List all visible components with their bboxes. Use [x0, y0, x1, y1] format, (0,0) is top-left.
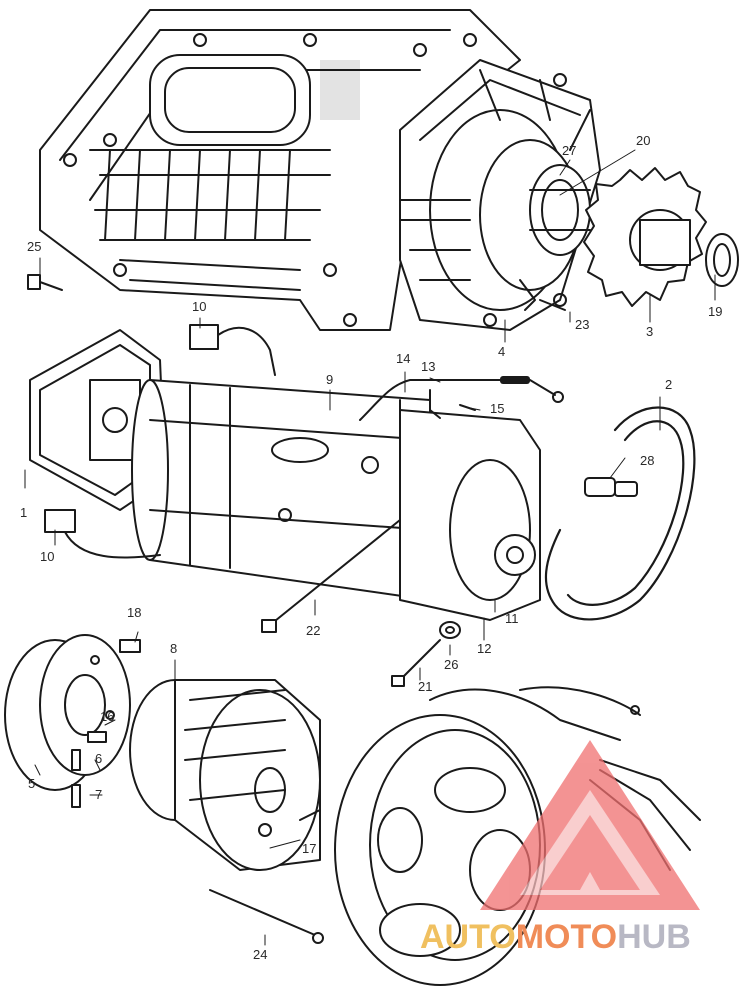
washer [439, 621, 461, 639]
callout-10-bottom: 10 [40, 549, 55, 564]
bolt-23 [539, 299, 566, 311]
callout-10-top: 10 [192, 299, 207, 314]
watermark-logo [480, 740, 700, 910]
drive-sprocket [583, 167, 707, 307]
callout-2: 2 [665, 377, 673, 392]
leader-lines [24, 149, 716, 946]
carbon-brush-top [189, 324, 276, 376]
callout-8: 8 [170, 641, 178, 656]
callout-5: 5 [28, 776, 36, 791]
watermark-hub: HUB [617, 918, 691, 956]
through-bolt [261, 519, 401, 633]
watermark-moto: MOTO [515, 918, 618, 956]
callout-11: 11 [505, 611, 519, 626]
dynamo-body [29, 329, 564, 621]
watermark-auto: AUTO [420, 918, 516, 956]
callout-17: 17 [302, 841, 317, 856]
callout-9: 9 [326, 372, 334, 387]
callout-1: 1 [20, 505, 28, 520]
callout-13: 13 [421, 359, 436, 374]
callout-7: 7 [95, 787, 103, 802]
callout-21: 21 [418, 679, 433, 694]
spring-pin [71, 639, 141, 808]
callout-3: 3 [646, 324, 654, 339]
callout-23: 23 [575, 317, 590, 332]
oil-seal [705, 233, 739, 287]
callout-19: 19 [708, 304, 723, 319]
callout-22: 22 [306, 623, 321, 638]
watermark-text: AUTOMOTOHUB [420, 918, 691, 957]
carbon-brush-bottom [44, 509, 161, 559]
callout-16: 16 [100, 709, 115, 724]
chain-connecting-link [584, 477, 638, 497]
callout-27: 27 [562, 143, 577, 158]
stator [129, 679, 321, 871]
callout-18: 18 [127, 605, 142, 620]
drive-chain [544, 406, 696, 621]
callout-24: 24 [253, 947, 268, 962]
callout-4: 4 [498, 344, 506, 359]
callout-12: 12 [477, 641, 492, 656]
long-screw [209, 889, 324, 944]
callout-20: 20 [636, 133, 651, 148]
callout-14: 14 [396, 351, 411, 366]
bolt [391, 639, 441, 687]
callout-26: 26 [444, 657, 459, 672]
callout-25: 25 [27, 239, 42, 254]
callout-28: 28 [640, 453, 655, 468]
callout-6: 6 [95, 751, 103, 766]
bearing [529, 164, 591, 256]
callout-15: 15 [490, 401, 505, 416]
bolt-25 [27, 274, 63, 291]
